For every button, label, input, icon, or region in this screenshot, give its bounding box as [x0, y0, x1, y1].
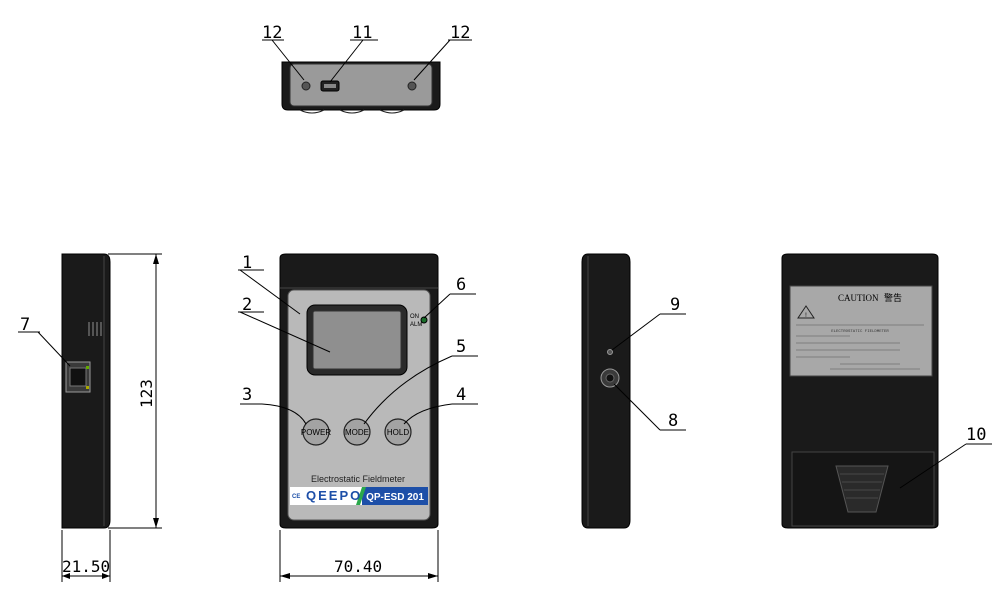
callout-12-right: 12 — [450, 23, 470, 43]
right-side-view — [581, 253, 631, 529]
vent-slots — [88, 322, 102, 336]
brand-accent — [356, 487, 366, 505]
width-dimension — [279, 530, 439, 582]
hold-button-label: HOLD — [387, 428, 409, 437]
caution-title: CAUTION — [838, 293, 879, 303]
lcd-display — [312, 310, 402, 370]
back-label-title: ELECTROSTATIC FIELDMETER — [831, 330, 889, 334]
front-view — [279, 253, 439, 529]
width-dimension-label: 70.40 — [334, 557, 382, 576]
callout-4: 4 — [456, 385, 466, 405]
label-text-lines — [796, 324, 924, 370]
indicator-on-label: ON — [410, 314, 419, 320]
brand-logo: QEEPO — [306, 488, 362, 503]
callout-2: 2 — [242, 295, 252, 315]
mode-button[interactable] — [343, 418, 371, 446]
back-view: ! — [781, 253, 939, 529]
height-dimension — [108, 253, 162, 529]
callout-5: 5 — [456, 337, 466, 357]
reset-hole — [607, 349, 613, 355]
mode-button-label: MODE — [345, 428, 369, 437]
status-led — [420, 316, 428, 324]
product-name: Electrostatic Fieldmeter — [311, 474, 405, 484]
svg-text:!: ! — [805, 313, 807, 319]
hold-button[interactable] — [384, 418, 412, 446]
callout-8: 8 — [668, 411, 678, 431]
height-dimension-label: 123 — [137, 379, 156, 408]
callout-1: 1 — [242, 253, 252, 273]
callout-10: 10 — [966, 425, 986, 445]
depth-dimension — [61, 530, 111, 582]
top-view — [281, 61, 441, 114]
left-side-view — [61, 253, 111, 529]
caution-label — [789, 285, 933, 377]
battery-cover-grip[interactable] — [835, 465, 889, 513]
depth-dimension-label: 21.50 — [62, 557, 110, 576]
caution-title-cn: 警告 — [884, 292, 902, 303]
brand-strip — [290, 487, 428, 505]
callout-7: 7 — [20, 315, 30, 335]
top-hole-left — [301, 81, 311, 91]
power-button[interactable] — [302, 418, 330, 446]
indicator-alm-label: ALM — [410, 322, 422, 328]
model-name: QP-ESD 201 — [366, 492, 424, 503]
callout-3: 3 — [242, 385, 252, 405]
power-button-label: POWER — [301, 428, 331, 437]
callout-6: 6 — [456, 275, 466, 295]
callout-12-left: 12 — [262, 23, 282, 43]
callout-11: 11 — [352, 23, 372, 43]
callout-9: 9 — [670, 295, 680, 315]
ce-mark: CE — [292, 494, 300, 500]
top-hole-right — [407, 81, 417, 91]
